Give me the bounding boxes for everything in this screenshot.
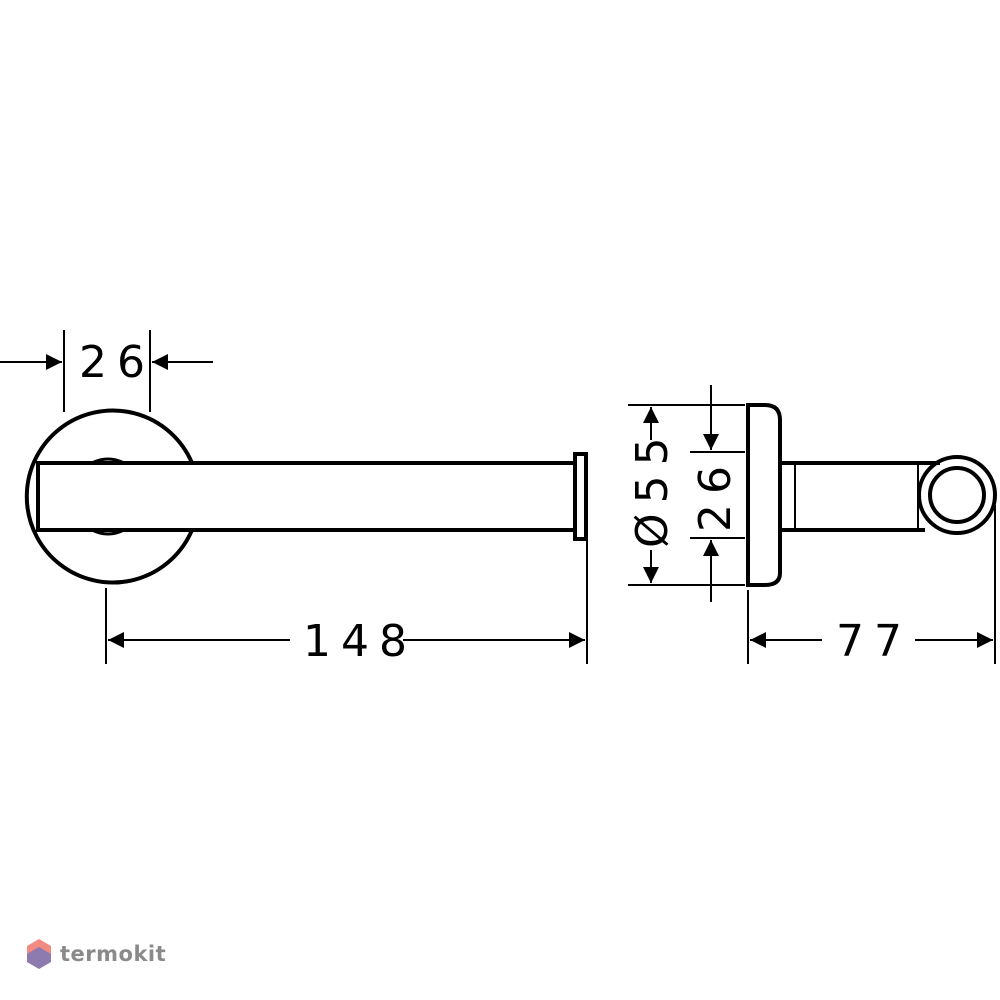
dimension-label-26-top: 26 [79, 337, 155, 388]
dimension-bar-height [690, 385, 745, 602]
watermark-brand: termokit [60, 942, 167, 966]
rosette-outline [24, 408, 194, 585]
front-view [24, 408, 588, 585]
dimension-rosette-width [0, 330, 213, 412]
bar-highlight [91, 457, 125, 465]
dimension-label-148: 148 [303, 616, 417, 667]
dimension-projection [747, 505, 996, 664]
wall-plate [746, 403, 782, 587]
bar-highlight-bottom [91, 528, 125, 536]
side-view [746, 403, 997, 587]
dimension-label-d55: Ø55 [627, 427, 678, 548]
end-ring-outer [917, 455, 997, 535]
dimension-label-77: 77 [836, 616, 912, 667]
dimension-total-length [105, 456, 588, 664]
end-ring-inner [928, 466, 986, 524]
dimension-rosette-diameter [628, 404, 745, 586]
holder-bar [36, 461, 577, 532]
end-cap [573, 452, 588, 541]
dimension-label-26-side: 26 [690, 456, 741, 532]
watermark-logo: termokit [26, 938, 166, 970]
hexagon-logo-icon [27, 939, 51, 969]
